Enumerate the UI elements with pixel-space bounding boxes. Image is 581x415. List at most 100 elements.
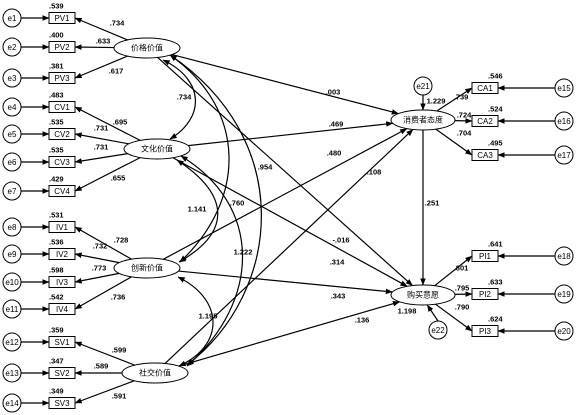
indicator-r2-PV1: .539 [49,2,64,11]
indicator-r2-PI3: .624 [488,315,503,324]
loading-value-SV2: .589 [94,362,109,371]
path-social-attitude [164,129,414,364]
error-e14 [2,393,22,413]
indicator-label-CA3: CA3 [477,151,493,160]
error-e7 [2,181,22,201]
loading-culture-CV2 [74,132,129,145]
error-label-e5: e5 [8,130,17,139]
error-e15 [554,78,574,98]
labels-layer: .003-.016.469.314.480.343.108.136.251.73… [49,2,503,401]
indicator-CV2 [48,128,76,140]
error-label-e19: e19 [557,290,571,299]
indicator-label-PI3: PI3 [479,327,492,336]
error-label-e11: e11 [6,305,19,314]
path-coef-innov-attitude: .480 [327,149,342,158]
path-coef-price-intent: -.016 [332,236,349,245]
latent-culture [123,138,191,160]
loading-intent-PI1 [434,255,473,287]
path-innov-attitude [162,128,408,260]
loading-culture-CV3 [74,153,128,164]
latent-label-innov: 创新价值 [131,263,163,273]
error-e19 [554,284,574,304]
indicator-r2-CV2: .535 [49,118,64,127]
path-innov-intent [178,270,393,295]
indicator-SV3 [48,397,76,409]
path-coef-culture-attitude: .469 [329,120,344,129]
covariance-value-culture-innov: 1.141 [188,205,207,214]
covariance-innov-social [177,276,214,367]
error-e5 [2,124,22,144]
indicator-label-CA1: CA1 [477,84,493,93]
error-label-e15: e15 [557,84,571,93]
loading-value-PV2: .633 [96,37,111,46]
indicator-r2-PV2: .400 [49,31,64,40]
error-e2 [2,37,22,57]
error-e6 [2,152,22,172]
indicator-label-CV2: CV2 [54,130,70,139]
latent-price [113,37,181,59]
edges-layer [21,15,555,406]
loading-value-CV2: .731 [94,124,109,133]
error-label-e2: e2 [8,43,17,52]
loading-innov-IV2 [74,252,120,264]
path-culture-attitude [187,121,394,147]
indicator-SV1 [48,336,76,348]
path-coef-attitude-intent: .251 [425,199,440,208]
error-label-e22: e22 [431,326,445,335]
error-e8 [2,217,22,237]
indicator-CA2 [471,115,499,127]
indicator-r2-SV1: .359 [49,326,64,335]
indicator-label-CV3: CV3 [54,158,70,167]
error-e11 [2,299,22,319]
path-price-attitude [171,53,399,115]
path-culture-intent [172,157,408,287]
error-label-e9: e9 [8,250,17,259]
path-coef-social-intent: .136 [355,316,370,325]
indicator-r2-IV2: .536 [49,238,64,247]
loading-attitude-CA1 [436,87,473,112]
indicator-label-IV4: IV4 [56,305,69,314]
indicator-label-SV3: SV3 [54,399,70,408]
indicator-IV1 [48,221,76,233]
loading-value-SV3: .591 [112,392,127,401]
error-e9 [2,244,22,264]
indicator-PI3 [471,325,499,337]
indicator-r2-CV4: .429 [49,175,64,184]
indicator-label-CV1: CV1 [54,103,70,112]
path-social-intent [178,300,400,367]
loading-intent-PI3 [435,303,473,332]
indicator-label-CV4: CV4 [54,187,70,196]
error-e21 [413,76,433,96]
loading-culture-CV4 [74,157,141,192]
loading-value-CA3: .704 [457,129,472,138]
indicator-CA1 [471,82,499,94]
indicator-SV2 [48,367,76,379]
covariance-value-price-culture: .734 [177,93,192,102]
indicator-label-PV3: PV3 [54,74,70,83]
covariance-price-innov [169,54,230,263]
nodes-layer: 价格价值文化价值创新价值社交价值消费者态度购买意愿PV1PV2PV3CV1CV2… [2,8,574,413]
error-label-e13: e13 [5,369,19,378]
loading-culture-CV1 [74,106,141,141]
error-e17 [554,145,574,165]
error-e4 [2,97,22,117]
error-label-e16: e16 [557,117,571,126]
latent-label-culture: 文化价值 [141,144,173,154]
latent-r2-intent: 1.198 [398,307,417,316]
indicator-PV1 [48,12,76,24]
indicator-IV2 [48,248,76,260]
latent-r2-attitude: 1.229 [427,97,446,106]
covariance-value-culture-social: 1.222 [234,248,253,257]
error-label-e20: e20 [557,327,571,336]
loading-value-IV4: .736 [111,293,126,302]
path-price-intent [157,57,413,287]
indicator-IV4 [48,303,76,315]
indicator-r2-SV3: .349 [49,387,64,396]
error-label-e21: e21 [416,82,430,91]
indicator-CV1 [48,101,76,113]
indicator-r2-PI1: .641 [488,240,503,249]
latent-social [121,362,189,384]
indicator-r2-CA2: .524 [488,105,503,114]
indicator-label-IV2: IV2 [56,250,69,259]
